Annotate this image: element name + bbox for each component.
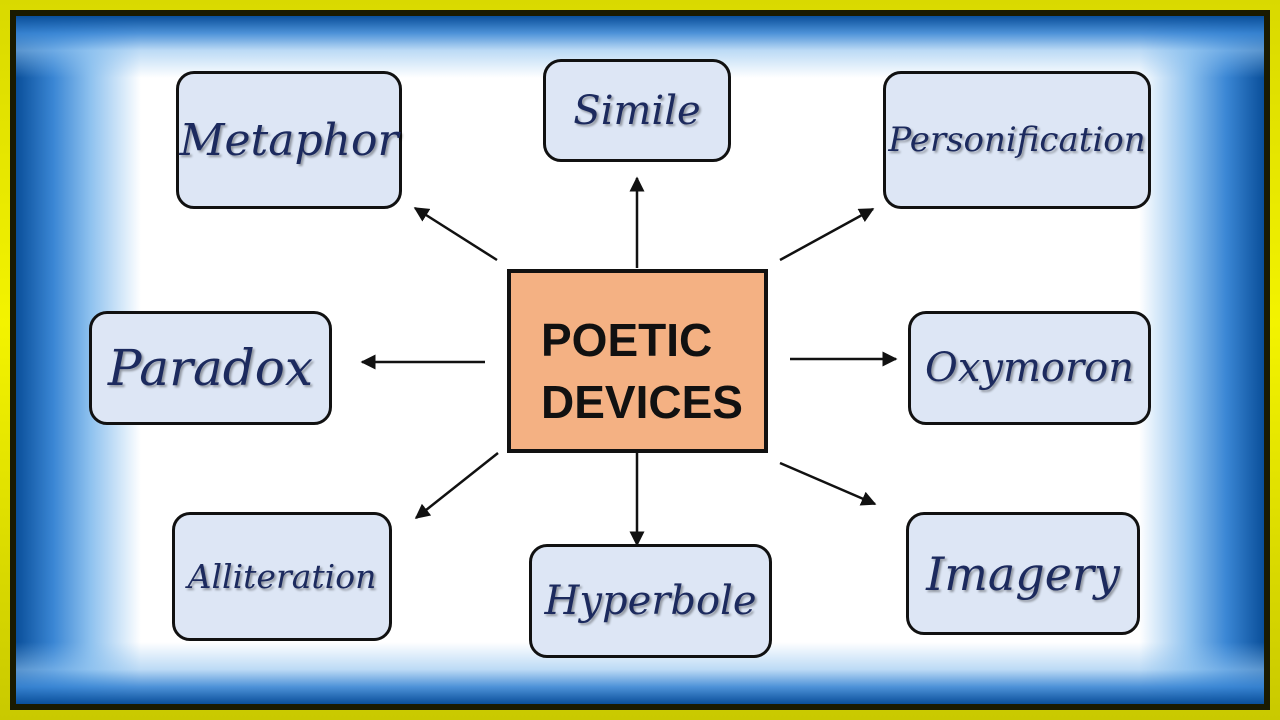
arrow-to-personification <box>779 207 875 262</box>
node-oxymoron: Oxymoron <box>908 311 1151 425</box>
arrow-to-metaphor <box>413 206 498 262</box>
center-title-line1: POETIC <box>541 314 713 366</box>
node-imagery: Imagery <box>906 512 1140 635</box>
node-hyperbole-label: Hyperbole <box>544 578 757 624</box>
arrow-to-imagery <box>779 461 877 506</box>
node-imagery-label: Imagery <box>926 546 1120 601</box>
arrow-to-alliteration <box>414 452 499 519</box>
node-metaphor: Metaphor <box>176 71 402 209</box>
node-alliteration: Alliteration <box>172 512 392 641</box>
center-title-line2: DEVICES <box>541 376 743 428</box>
node-paradox-label: Paradox <box>107 339 314 397</box>
center-node-poetic-devices: POETIC DEVICES <box>507 269 768 453</box>
node-simile: Simile <box>543 59 731 162</box>
node-paradox: Paradox <box>89 311 332 425</box>
node-simile-label: Simile <box>573 87 701 134</box>
node-personification: Personification <box>883 71 1151 209</box>
node-oxymoron-label: Oxymoron <box>925 345 1134 391</box>
node-personification-label: Personification <box>888 120 1146 160</box>
node-alliteration-label: Alliteration <box>187 557 377 596</box>
node-hyperbole: Hyperbole <box>529 544 772 658</box>
node-metaphor-label: Metaphor <box>179 114 399 166</box>
